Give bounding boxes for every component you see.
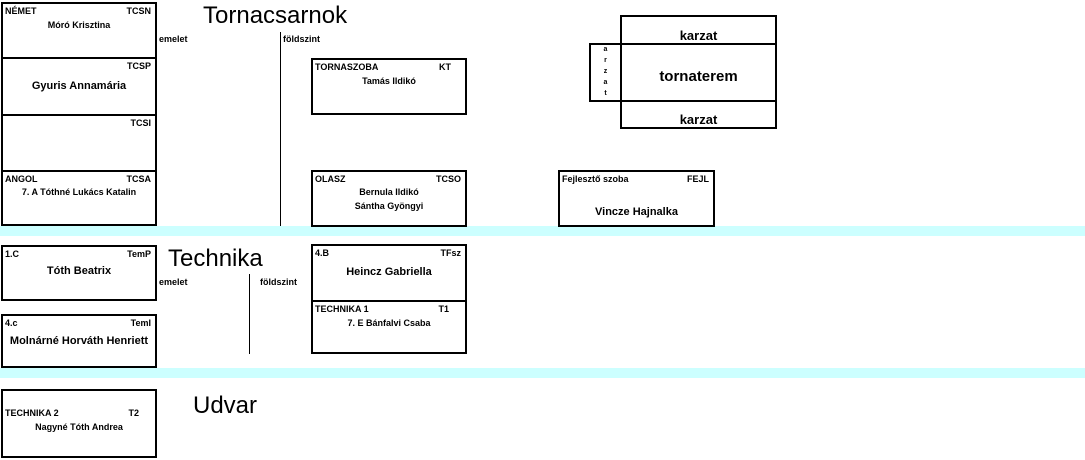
room-name: TORNASZOBA bbox=[315, 62, 379, 72]
room-tornaszoba[interactable]: TORNASZOBA KT Tamás Ildikó bbox=[311, 58, 467, 115]
gym-karzat-side-letter: a bbox=[603, 46, 608, 53]
room-code: TCSA bbox=[126, 174, 152, 184]
room-code: TFsz bbox=[440, 248, 461, 258]
gym-karzat-label: karzat bbox=[679, 28, 718, 43]
gym-karzat-side-letter: t bbox=[604, 90, 607, 97]
level-foldszint-label-technika: földszint bbox=[260, 277, 297, 287]
room-teacher: Móró Krisztina bbox=[47, 20, 111, 30]
section-separator-band bbox=[0, 368, 1085, 378]
room-teacher: 7. E Bánfalvi Csaba bbox=[347, 318, 431, 328]
room-name: Fejlesztő szoba bbox=[562, 174, 629, 184]
heading-tornacsarnok: Tornacsarnok bbox=[203, 2, 348, 29]
room-technika1[interactable]: TECHNIKA 1 T1 7. E Bánfalvi Csaba bbox=[311, 300, 467, 354]
room-name: OLASZ bbox=[315, 174, 346, 184]
heading-udvar: Udvar bbox=[193, 392, 258, 419]
room-tcsp[interactable]: TCSP Gyuris Annamária bbox=[1, 57, 157, 116]
room-name: 1.C bbox=[5, 249, 20, 259]
level-foldszint-label: földszint bbox=[283, 34, 320, 44]
heading-technika: Technika bbox=[168, 245, 263, 272]
room-fejleszto[interactable]: Fejlesztő szoba FEJL Vincze Hajnalka bbox=[558, 170, 715, 227]
room-teacher: Bernula Ildikó bbox=[359, 187, 419, 197]
room-name: ANGOL bbox=[5, 174, 38, 184]
gym-karzat-side-letter: r bbox=[604, 57, 607, 64]
room-teacher: Tóth Beatrix bbox=[46, 265, 112, 277]
room-1c[interactable]: 1.C TemP Tóth Beatrix bbox=[1, 245, 157, 301]
level-emelet-label: emelet bbox=[159, 34, 188, 44]
level-emelet-label-technika: emelet bbox=[159, 277, 188, 287]
room-nemet[interactable]: NÉMET TCSN Móró Krisztina bbox=[1, 2, 157, 59]
room-teacher: Vincze Hajnalka bbox=[595, 206, 678, 218]
room-teacher: Nagyné Tóth Andrea bbox=[35, 422, 123, 432]
gym-karzat-side-letter: z bbox=[603, 68, 608, 75]
room-code: TCSN bbox=[126, 6, 152, 16]
room-olasz[interactable]: OLASZ TCSO Bernula Ildikó Sántha Gyöngyi bbox=[311, 170, 467, 227]
gym-karzat-label: karzat bbox=[679, 112, 718, 127]
room-name: TECHNIKA 1 bbox=[315, 304, 369, 314]
gym-karzat-side: a r z a t bbox=[589, 43, 622, 102]
room-code: KT bbox=[439, 62, 451, 72]
room-code: TCSO bbox=[435, 174, 461, 184]
room-code: T1 bbox=[438, 304, 449, 314]
room-name: 4.B bbox=[315, 248, 330, 258]
room-4c[interactable]: 4.c TemI Molnárné Horváth Henriett bbox=[1, 314, 157, 368]
room-code: TemI bbox=[130, 318, 151, 328]
room-4b[interactable]: 4.B TFsz Heincz Gabriella bbox=[311, 244, 467, 302]
room-name: TECHNIKA 2 bbox=[5, 408, 59, 418]
section-separator-band bbox=[0, 226, 1085, 236]
room-teacher: Heincz Gabriella bbox=[346, 266, 432, 278]
gym-karzat-top: karzat bbox=[620, 15, 777, 45]
gym-karzat-bottom: karzat bbox=[620, 100, 777, 129]
gym-tornaterem[interactable]: tornaterem bbox=[620, 43, 777, 102]
room-teacher: Sántha Gyöngyi bbox=[354, 201, 424, 211]
room-tcsi[interactable]: TCSI bbox=[1, 114, 157, 172]
room-angol[interactable]: ANGOL TCSA 7. A Tóthné Lukács Katalin bbox=[1, 170, 157, 226]
room-name: NÉMET bbox=[5, 6, 37, 16]
room-code: TCSI bbox=[130, 118, 151, 128]
room-name: 4.c bbox=[5, 318, 18, 328]
room-code: TemP bbox=[127, 249, 151, 259]
room-teacher: 7. A Tóthné Lukács Katalin bbox=[21, 187, 137, 197]
room-technika2[interactable]: TECHNIKA 2 T2 Nagyné Tóth Andrea bbox=[1, 389, 157, 458]
gym-karzat-side-letter: a bbox=[603, 79, 608, 86]
room-teacher: Molnárné Horváth Henriett bbox=[9, 335, 149, 347]
gym-tornaterem-label: tornaterem bbox=[659, 68, 738, 85]
room-code: FEJL bbox=[686, 174, 709, 184]
room-code: TCSP bbox=[126, 61, 151, 71]
room-teacher: Gyuris Annamária bbox=[31, 80, 127, 92]
room-code: T2 bbox=[128, 408, 139, 418]
level-divider-line bbox=[280, 32, 281, 226]
room-teacher: Tamás Ildikó bbox=[362, 76, 416, 86]
level-divider-line-technika bbox=[249, 274, 250, 354]
